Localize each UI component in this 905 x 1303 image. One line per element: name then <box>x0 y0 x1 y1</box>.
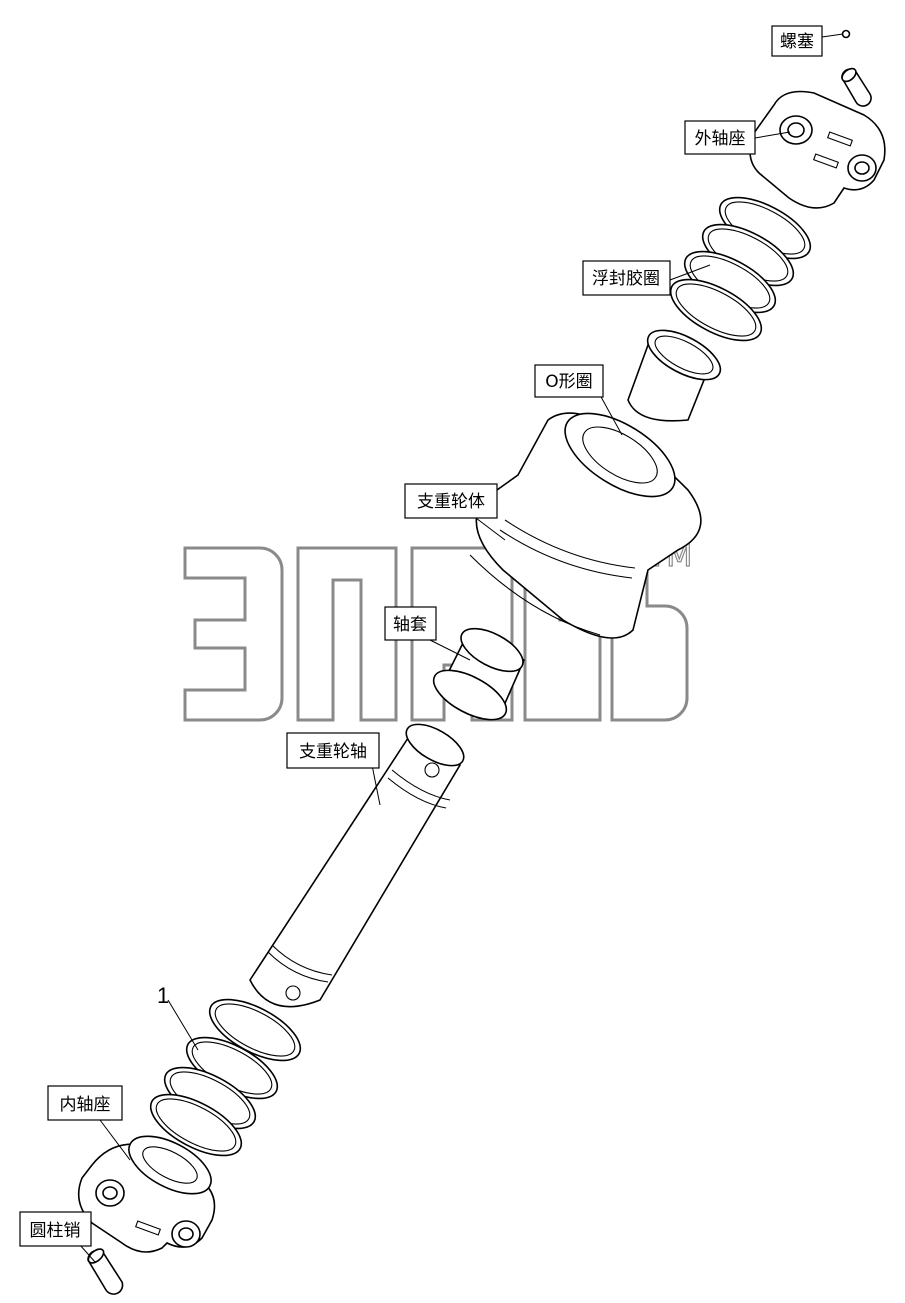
label-cylinder-pin: 圆柱销 <box>19 1211 92 1247</box>
label-float-seal: 浮封胶圈 <box>582 260 671 296</box>
leader-lines <box>79 33 844 1263</box>
label-outer-seat-text: 外轴座 <box>695 129 746 149</box>
upper-bushing-part <box>627 329 722 422</box>
label-roller-body: 支重轮体 <box>404 483 498 519</box>
label-plug: 螺塞 <box>771 25 823 57</box>
callout-number: 1 <box>157 983 169 1008</box>
label-plug-text: 螺塞 <box>780 32 814 52</box>
label-o-ring-text: O形圈 <box>545 372 592 392</box>
label-roller-shaft: 支重轮轴 <box>286 732 380 769</box>
middle-bushing-part <box>432 627 526 721</box>
label-inner-seat: 内轴座 <box>47 1085 123 1121</box>
label-roller-body-text: 支重轮体 <box>417 492 485 512</box>
label-roller-shaft-text: 支重轮轴 <box>299 742 367 762</box>
label-bushing-text: 轴套 <box>393 615 427 635</box>
label-outer-seat: 外轴座 <box>684 120 756 155</box>
label-o-ring: O形圈 <box>534 364 604 398</box>
label-inner-seat-text: 内轴座 <box>60 1095 111 1115</box>
label-bushing: 轴套 <box>384 606 437 641</box>
plug-part <box>841 29 851 39</box>
outer-seat-part <box>749 67 886 209</box>
roller-body-part <box>469 412 702 639</box>
float-seal-rings-bottom <box>149 998 302 1157</box>
label-float-seal-text: 浮封胶圈 <box>592 269 660 289</box>
label-cylinder-pin-text: 圆柱销 <box>30 1221 81 1241</box>
roller-shaft-part <box>249 723 465 1008</box>
float-seal-rings-top <box>669 196 812 342</box>
